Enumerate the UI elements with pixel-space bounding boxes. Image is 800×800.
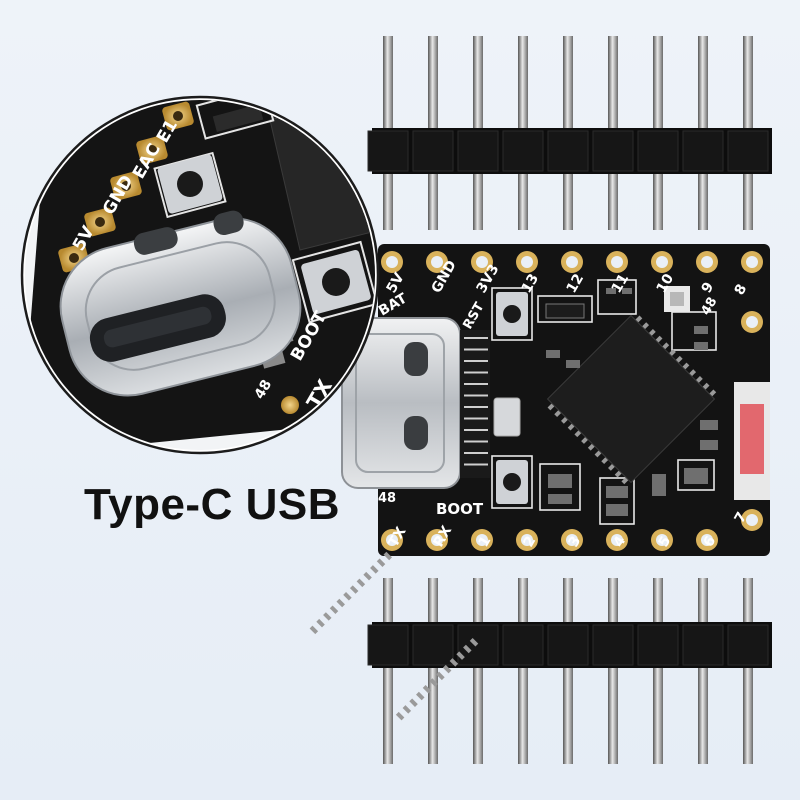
header-pin: [608, 578, 618, 764]
header-pin: [383, 578, 393, 764]
silk-label-led-bottom: 48: [378, 491, 396, 506]
reset-button[interactable]: [496, 292, 528, 336]
header-pin: [473, 578, 483, 764]
boot-button[interactable]: [496, 460, 528, 504]
header-pin: [743, 578, 753, 764]
usb-c-connector: [341, 317, 490, 489]
caption-type-c-usb: Type-C USB: [84, 480, 340, 529]
mcu-chip: [309, 314, 717, 721]
header-pin: [653, 578, 663, 764]
header-pin: [518, 578, 528, 764]
bottom-pin-header: [367, 578, 772, 764]
header-pin: [698, 578, 708, 764]
header-pin: [428, 578, 438, 764]
silk-label-boot: BOOT: [436, 500, 484, 518]
top-pin-header: [367, 36, 772, 230]
header-pin: [563, 578, 573, 764]
